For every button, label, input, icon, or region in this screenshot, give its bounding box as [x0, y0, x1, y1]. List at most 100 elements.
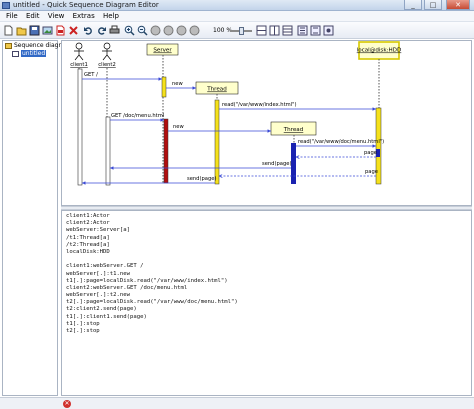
export-pdf-icon[interactable] — [55, 25, 66, 36]
editor-line[interactable]: webServer[.]:t1.new — [66, 270, 130, 277]
editor-line[interactable]: webServer:Server[a] — [66, 227, 130, 234]
editor-line[interactable]: /t1:Thread[a] — [66, 234, 110, 241]
object-thread2-label: Thread — [283, 127, 304, 133]
message-send-page-2[interactable]: send(page) — [82, 176, 216, 185]
editor-line[interactable]: t1[.]:client1.send(page) — [66, 313, 147, 320]
message-read-index[interactable]: read("/var/www/index.html") — [219, 102, 376, 111]
message-read-menu-label: read("/var/www/doc/menu.html") — [298, 139, 384, 145]
fit-icon[interactable] — [163, 25, 174, 36]
editor-line[interactable]: t1[.]:stop — [66, 320, 100, 327]
message-send-page-2-label: send(page) — [187, 176, 216, 182]
close-window-button[interactable]: ✕ — [446, 0, 470, 10]
layout-grid-icon[interactable] — [282, 25, 293, 36]
message-new-2[interactable]: new — [168, 124, 271, 133]
message-new-1[interactable]: new — [166, 81, 196, 90]
zoom-out-icon[interactable] — [137, 25, 148, 36]
object-thread1-label: Thread — [206, 87, 227, 93]
actor-client1[interactable]: client1 — [70, 42, 88, 68]
activation-disk-blue — [376, 149, 380, 157]
editor-line[interactable]: t2[.]:page=localDisk.read("/var/www/doc/… — [66, 299, 238, 306]
diagram-view[interactable]: client1 client2 Server local@disk:HDD — [61, 40, 472, 206]
status-bar: ✕ — [0, 397, 474, 409]
editor-line[interactable]: client1:webServer.GET / — [66, 263, 144, 270]
save-icon[interactable] — [29, 25, 40, 36]
message-new-1-label: new — [172, 81, 183, 87]
tree-item-label: untitled — [21, 50, 47, 57]
activation-webserver-1 — [161, 76, 167, 98]
menu-edit[interactable]: Edit — [25, 12, 40, 20]
tree-root[interactable]: Sequence diagrams — [5, 42, 74, 50]
object-disk-label: local@disk:HDD — [357, 48, 402, 54]
message-send-page-1[interactable]: send(page) — [110, 161, 291, 170]
document-icon — [12, 50, 19, 57]
message-page-return-1-label: page — [364, 150, 377, 156]
maximize-button[interactable]: □ — [424, 0, 442, 10]
activation-client2 — [105, 116, 111, 186]
undo-icon[interactable] — [83, 25, 94, 36]
object-webserver-label: Server — [153, 48, 172, 54]
editor-line[interactable]: client2:webServer.GET /doc/menu.html — [66, 284, 188, 291]
layout-vertical-icon[interactable] — [269, 25, 280, 36]
message-new-2-label: new — [173, 124, 184, 130]
activation-thread2 — [291, 143, 296, 184]
settings-icon[interactable] — [323, 25, 334, 36]
message-get-menu[interactable]: GET /doc/menu.html — [110, 113, 164, 122]
sequence-diagram: client1 client2 Server local@disk:HDD — [70, 41, 402, 186]
actor-client1-label: client1 — [70, 62, 88, 68]
window-title: untitled - Quick Sequence Diagram Editor — [13, 1, 159, 9]
actor-client2[interactable]: client2 — [98, 42, 116, 68]
close-icon[interactable] — [68, 25, 79, 36]
activation-client1 — [77, 68, 83, 186]
minimize-button[interactable]: _ — [404, 0, 422, 10]
menu-view[interactable]: View — [47, 12, 65, 20]
menu-extras[interactable]: Extras — [72, 12, 95, 20]
toolbar: 100 % — [0, 22, 474, 39]
editor-line[interactable]: t2[.]:stop — [66, 328, 100, 334]
editor-line[interactable]: t2:client2.send(page) — [66, 306, 137, 313]
zoom-in-icon[interactable] — [124, 25, 135, 36]
actor-client2-label: client2 — [98, 62, 116, 68]
object-thread1[interactable]: Thread — [195, 81, 239, 95]
error-icon[interactable]: ✕ — [63, 400, 71, 408]
folder-icon — [5, 42, 12, 49]
editor-line[interactable] — [66, 256, 471, 263]
object-disk[interactable]: local@disk:HDD — [357, 41, 402, 60]
open-icon[interactable] — [16, 25, 27, 36]
print-icon[interactable] — [109, 25, 120, 36]
split-divider[interactable] — [61, 206, 472, 210]
threads-icon[interactable] — [297, 25, 308, 36]
zoom-slider-thumb[interactable] — [239, 27, 244, 35]
zoom-level: 100 % — [213, 27, 233, 34]
actual-size-icon[interactable] — [176, 25, 187, 36]
editor-line[interactable]: t1[.]:page=localDisk.read("/var/www/inde… — [66, 277, 228, 284]
tree-item-untitled[interactable]: untitled — [12, 50, 47, 58]
redo-icon[interactable] — [96, 25, 107, 36]
message-read-index-label: read("/var/www/index.html") — [222, 102, 297, 108]
zoom-region-icon[interactable] — [189, 25, 200, 36]
new-icon[interactable] — [3, 25, 14, 36]
object-thread2[interactable]: Thread — [270, 121, 317, 136]
editor-line[interactable]: client1:Actor — [66, 213, 110, 219]
editor-line[interactable]: client2:Actor — [66, 220, 110, 227]
message-get-root-label: GET / — [84, 72, 98, 78]
export-image-icon[interactable] — [42, 25, 53, 36]
help-icon[interactable] — [310, 25, 321, 36]
editor-line[interactable]: /t2:Thread[a] — [66, 241, 110, 248]
tree-root-label: Sequence diagrams — [14, 42, 74, 49]
editor-line[interactable]: localDisk:HDD — [66, 248, 110, 255]
editor-line[interactable]: webServer[.]:t2.new — [66, 292, 130, 299]
message-page-return-2-label: page — [365, 169, 378, 175]
stop-icon[interactable] — [150, 25, 161, 36]
message-page-return-1[interactable]: page — [296, 150, 377, 157]
message-read-menu[interactable]: read("/var/www/doc/menu.html") — [296, 139, 384, 148]
menu-file[interactable]: File — [6, 12, 18, 20]
menu-bar: File Edit View Extras Help — [0, 11, 474, 22]
message-page-return-2[interactable]: page — [219, 169, 378, 176]
menu-help[interactable]: Help — [102, 12, 119, 20]
object-webserver[interactable]: Server — [146, 43, 179, 56]
message-get-root[interactable]: GET / — [82, 72, 162, 81]
layout-horizontal-icon[interactable] — [256, 25, 267, 36]
activation-thread1 — [214, 99, 220, 185]
diagram-tree: Sequence diagrams untitled — [2, 40, 74, 396]
